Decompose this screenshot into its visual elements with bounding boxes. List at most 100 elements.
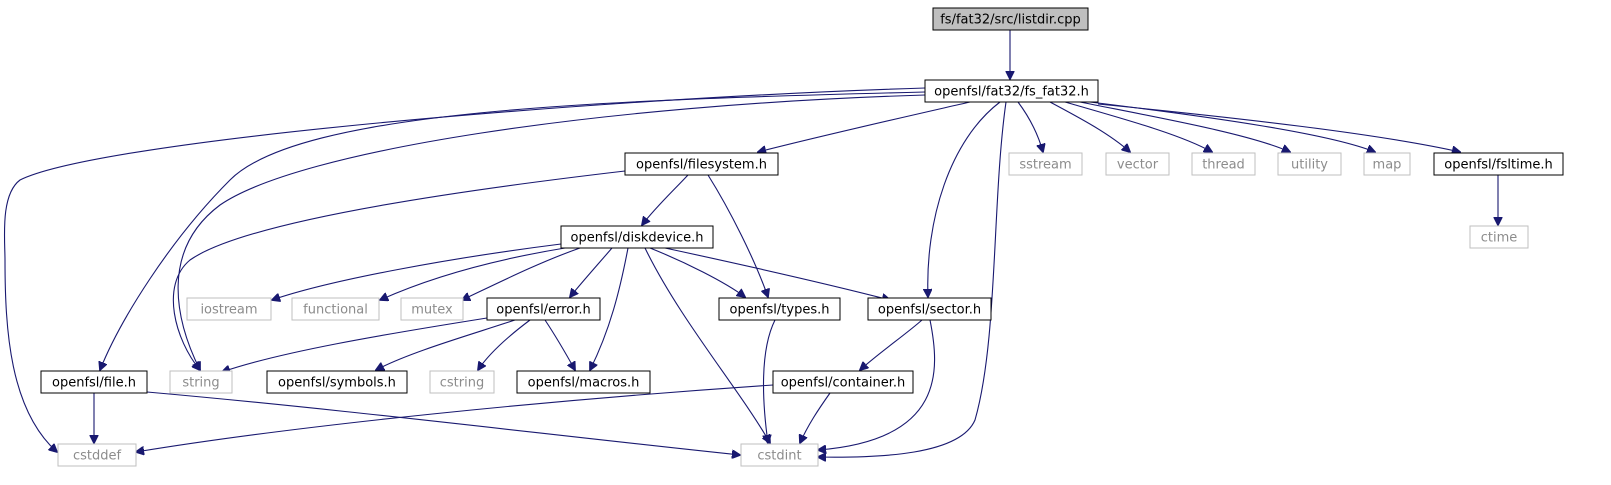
- node-box: [1363, 152, 1411, 176]
- node-label: openfsl/container.h: [781, 376, 906, 391]
- edge-diskdevice-to-mutex: [462, 247, 581, 300]
- edge-fs_fat32-to-string: [177, 94, 926, 370]
- node-label: openfsl/fat32/fs_fat32.h: [934, 85, 1089, 100]
- node-file[interactable]: openfsl/file.h: [40, 370, 148, 394]
- node-label: openfsl/error.h: [496, 303, 590, 318]
- edge-fs_fat32-to-map: [1089, 101, 1375, 152]
- edge-sector-to-cstdint: [818, 319, 936, 450]
- node-box: [1469, 225, 1529, 249]
- node-box: [1008, 152, 1083, 176]
- node-ctime[interactable]: ctime: [1469, 225, 1529, 249]
- node-cstdint[interactable]: cstdint: [740, 443, 819, 467]
- node-label: openfsl/types.h: [730, 303, 830, 318]
- node-error[interactable]: openfsl/error.h: [486, 297, 601, 321]
- node-cstring[interactable]: cstring: [429, 370, 495, 394]
- node-box: [1191, 152, 1256, 176]
- edge-fs_fat32-to-thread: [1064, 101, 1212, 152]
- node-diskdevice[interactable]: openfsl/diskdevice.h: [560, 225, 714, 249]
- node-macros[interactable]: openfsl/macros.h: [516, 370, 651, 394]
- node-label: openfsl/sector.h: [878, 303, 981, 318]
- edge-diskdevice-to-types: [649, 247, 745, 297]
- node-functional[interactable]: functional: [291, 297, 380, 321]
- node-box: [932, 7, 1089, 31]
- edge-diskdevice-to-sector: [664, 247, 890, 300]
- edge-fs_fat32-to-sector: [928, 101, 1001, 297]
- node-box: [40, 370, 148, 394]
- node-container[interactable]: openfsl/container.h: [772, 370, 914, 394]
- node-label: functional: [303, 303, 368, 318]
- node-label: map: [1373, 158, 1402, 173]
- edge-fs_fat32-to-vector: [1049, 101, 1130, 152]
- node-listdir: fs/fat32/src/listdir.cpp: [932, 7, 1089, 31]
- node-fs_fat32[interactable]: openfsl/fat32/fs_fat32.h: [924, 79, 1099, 103]
- edge-error-to-cstring: [478, 319, 531, 370]
- node-sstream[interactable]: sstream: [1008, 152, 1083, 176]
- node-box: [718, 297, 841, 321]
- node-label: openfsl/file.h: [52, 376, 136, 391]
- node-box: [429, 370, 495, 394]
- edge-diskdevice-to-macros: [590, 247, 629, 370]
- node-box: [400, 297, 464, 321]
- edge-fs_fat32-to-utility: [1079, 101, 1290, 152]
- node-string[interactable]: string: [169, 370, 233, 394]
- edge-fs_fat32-to-fsltime: [1097, 103, 1460, 152]
- node-box: [1105, 152, 1170, 176]
- node-box: [516, 370, 651, 394]
- edge-error-to-macros: [544, 319, 575, 370]
- edge-container-to-cstdint: [800, 392, 831, 443]
- edge-error-to-symbols: [376, 319, 516, 370]
- node-box: [924, 79, 1099, 103]
- node-box: [57, 443, 137, 467]
- node-label: cstring: [440, 376, 484, 391]
- edge-fs_fat32-to-cstddef: [3, 87, 926, 452]
- edge-diskdevice-to-iostream: [272, 243, 562, 300]
- node-filesystem[interactable]: openfsl/filesystem.h: [624, 152, 779, 176]
- node-box: [772, 370, 914, 394]
- node-label: sstream: [1019, 158, 1071, 173]
- node-fsltime[interactable]: openfsl/fsltime.h: [1433, 152, 1564, 176]
- nodes-layer: fs/fat32/src/listdir.cpp openfsl/fat32/fs…: [40, 7, 1564, 467]
- edge-filesystem-to-string: [172, 170, 626, 370]
- node-label: thread: [1202, 158, 1245, 173]
- node-sector[interactable]: openfsl/sector.h: [867, 297, 992, 321]
- edge-fs_fat32-to-filesystem: [758, 101, 971, 152]
- node-label: openfsl/fsltime.h: [1444, 158, 1553, 173]
- node-box: [266, 370, 408, 394]
- node-box: [1433, 152, 1564, 176]
- edge-diskdevice-to-functional: [380, 247, 566, 300]
- edge-fs_fat32-to-cstdint: [818, 101, 1007, 457]
- node-cstddef[interactable]: cstddef: [57, 443, 137, 467]
- edge-types-to-cstdint: [764, 319, 776, 443]
- node-label: openfsl/symbols.h: [278, 376, 396, 391]
- node-vector[interactable]: vector: [1105, 152, 1170, 176]
- node-label: cstddef: [73, 449, 122, 464]
- node-map[interactable]: map: [1363, 152, 1411, 176]
- node-label: openfsl/macros.h: [528, 376, 640, 391]
- node-thread[interactable]: thread: [1191, 152, 1256, 176]
- edge-file-to-cstdint: [146, 391, 740, 455]
- node-label: ctime: [1481, 231, 1518, 246]
- node-box: [291, 297, 380, 321]
- node-iostream[interactable]: iostream: [186, 297, 272, 321]
- node-label: fs/fat32/src/listdir.cpp: [940, 13, 1081, 28]
- node-box: [560, 225, 714, 249]
- node-label: openfsl/diskdevice.h: [570, 231, 703, 246]
- node-label: cstdint: [757, 449, 801, 464]
- node-box: [867, 297, 992, 321]
- node-symbols[interactable]: openfsl/symbols.h: [266, 370, 408, 394]
- node-mutex[interactable]: mutex: [400, 297, 464, 321]
- node-label: utility: [1291, 158, 1328, 173]
- node-box: [169, 370, 233, 394]
- edge-fs_fat32-to-sstream: [1017, 101, 1043, 152]
- node-types[interactable]: openfsl/types.h: [718, 297, 841, 321]
- edge-sector-to-container: [860, 319, 923, 370]
- node-label: openfsl/filesystem.h: [636, 158, 767, 173]
- node-label: iostream: [200, 303, 257, 318]
- edge-fs_fat32-to-file: [100, 91, 926, 370]
- node-label: vector: [1117, 158, 1159, 173]
- node-utility[interactable]: utility: [1277, 152, 1342, 176]
- node-label: mutex: [411, 303, 453, 318]
- edge-filesystem-to-diskdevice: [642, 174, 689, 225]
- node-box: [1277, 152, 1342, 176]
